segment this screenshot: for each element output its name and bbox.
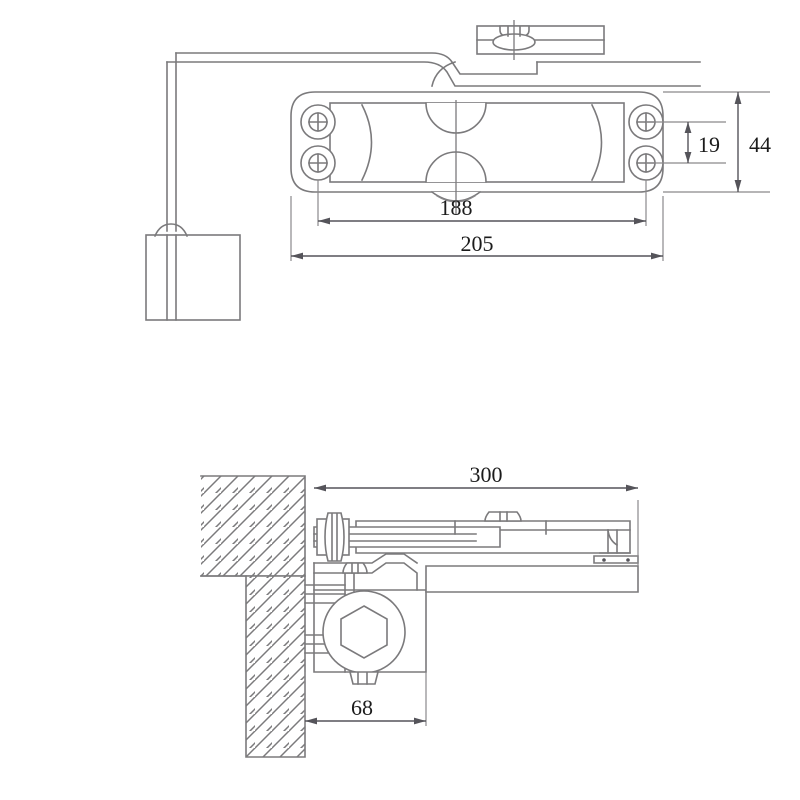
vertical-link-arm bbox=[166, 52, 177, 232]
mounting-screw-left-top bbox=[300, 104, 336, 140]
adjustment-block bbox=[145, 223, 241, 321]
arm-pivot-connector bbox=[316, 512, 350, 562]
closer-arm-side bbox=[313, 511, 631, 562]
top-bracket-assembly bbox=[476, 20, 605, 60]
arm-end-detail bbox=[313, 529, 639, 593]
dimension-205: 205 bbox=[291, 231, 663, 260]
side-view-group: 300 68 bbox=[200, 462, 639, 758]
connecting-arm-top bbox=[166, 52, 701, 87]
hex-pivot bbox=[322, 590, 406, 674]
arm-top-screw bbox=[484, 511, 522, 522]
dimension-188-label: 188 bbox=[440, 195, 473, 220]
side-view-extension-lines bbox=[304, 500, 639, 726]
dimension-68-label: 68 bbox=[351, 695, 373, 720]
top-view-extension-lines bbox=[290, 91, 770, 261]
body-top-screw bbox=[342, 562, 368, 574]
dimension-205-label: 205 bbox=[461, 231, 494, 256]
wall-section-top bbox=[200, 475, 306, 577]
closer-body-side bbox=[304, 553, 427, 685]
closer-body bbox=[290, 91, 664, 215]
dimension-44: 44 bbox=[734, 92, 771, 192]
top-view-group: 188 205 19 44 bbox=[145, 20, 771, 321]
dimension-68: 68 bbox=[305, 695, 426, 725]
body-bottom-screw bbox=[348, 671, 380, 685]
dimension-188: 188 bbox=[318, 195, 646, 225]
mounting-screw-left-bottom bbox=[300, 145, 336, 181]
dimension-300: 300 bbox=[314, 462, 638, 492]
dimension-19-label: 19 bbox=[698, 132, 720, 157]
wall-section-column bbox=[200, 575, 306, 758]
dimension-44-label: 44 bbox=[749, 132, 771, 157]
dimension-19: 19 bbox=[684, 122, 720, 163]
dimension-300-label: 300 bbox=[470, 462, 503, 487]
